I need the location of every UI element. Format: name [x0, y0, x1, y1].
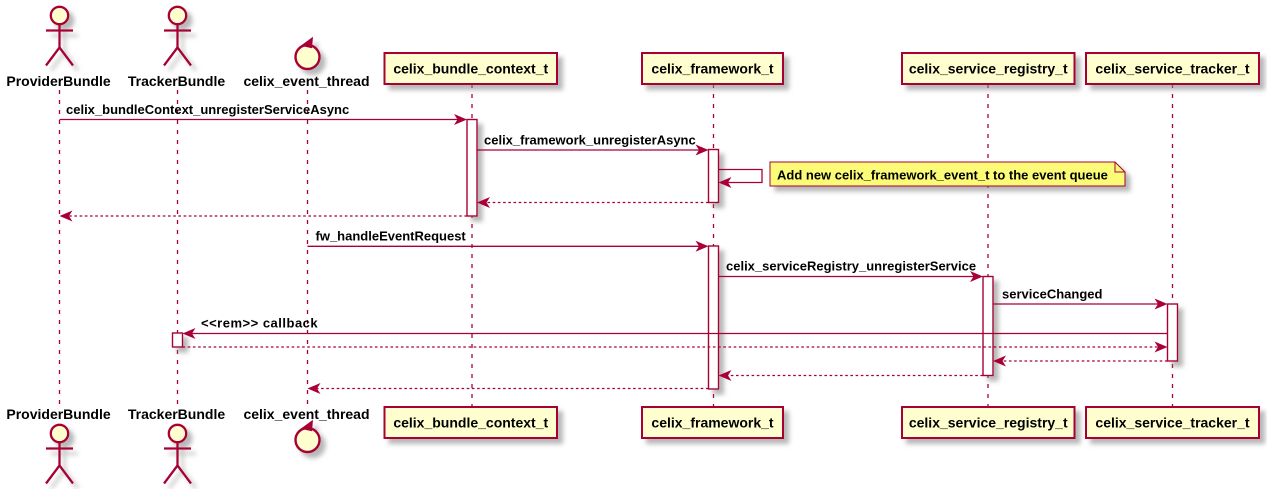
- svg-text:celix_service_registry_t: celix_service_registry_t: [909, 415, 1068, 431]
- svg-text:celix_bundleContext_unregister: celix_bundleContext_unregisterServiceAsy…: [66, 102, 349, 117]
- svg-text:celix_service_tracker_t: celix_service_tracker_t: [1095, 415, 1249, 431]
- svg-text:Add new celix_framework_event_: Add new celix_framework_event_t to the e…: [777, 168, 1108, 183]
- svg-text:celix_serviceRegistry_unregist: celix_serviceRegistry_unregisterService: [726, 259, 976, 274]
- svg-text:ProviderBundle: ProviderBundle: [6, 73, 110, 89]
- svg-text:celix_bundle_context_t: celix_bundle_context_t: [393, 61, 548, 77]
- svg-text:celix_framework_t: celix_framework_t: [651, 415, 774, 431]
- svg-text:fw_handleEventRequest: fw_handleEventRequest: [316, 229, 467, 244]
- svg-text:serviceChanged: serviceChanged: [1002, 287, 1102, 302]
- svg-text:celix_framework_t: celix_framework_t: [651, 61, 774, 77]
- svg-text:celix_service_tracker_t: celix_service_tracker_t: [1095, 61, 1249, 77]
- svg-text:<<rem>> callback: <<rem>> callback: [201, 316, 318, 331]
- svg-text:TrackerBundle: TrackerBundle: [128, 406, 225, 422]
- svg-text:celix_service_registry_t: celix_service_registry_t: [909, 61, 1068, 77]
- svg-text:celix_framework_unregisterAsyn: celix_framework_unregisterAsync: [484, 133, 696, 148]
- svg-text:celix_bundle_context_t: celix_bundle_context_t: [393, 415, 548, 431]
- svg-text:ProviderBundle: ProviderBundle: [6, 406, 110, 422]
- svg-text:celix_event_thread: celix_event_thread: [243, 73, 369, 89]
- svg-text:TrackerBundle: TrackerBundle: [128, 73, 225, 89]
- svg-text:celix_event_thread: celix_event_thread: [243, 406, 369, 422]
